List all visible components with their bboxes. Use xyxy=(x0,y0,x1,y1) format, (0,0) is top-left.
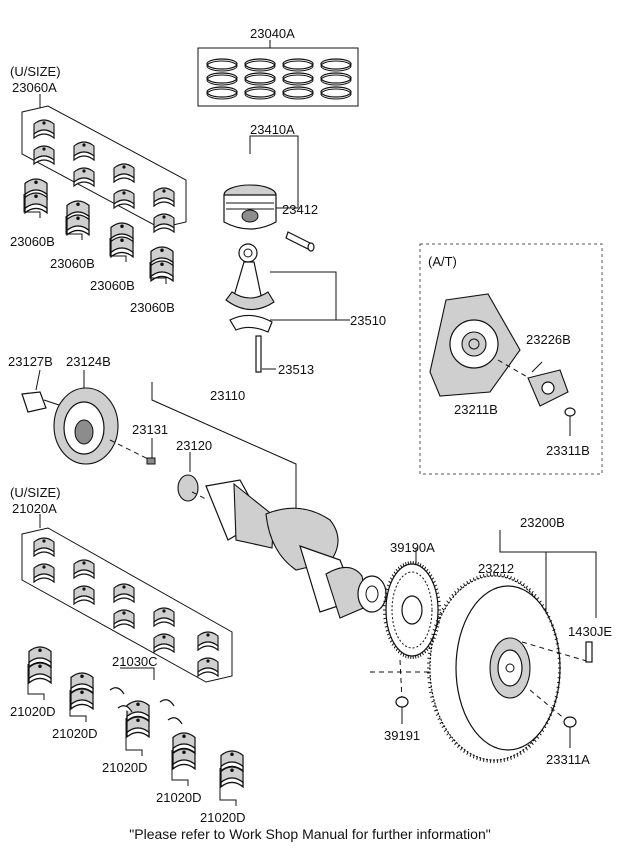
bearing-shell xyxy=(113,583,135,604)
label-usize-lower: (U/SIZE) xyxy=(10,485,61,500)
label-23060B-3: 23060B xyxy=(90,278,135,293)
bearing-shell xyxy=(153,633,175,654)
connecting-rod xyxy=(225,243,350,373)
bearing-shell xyxy=(197,657,219,678)
bearing-shell xyxy=(73,141,95,162)
bearing-shell xyxy=(28,662,52,685)
label-39190A: 39190A xyxy=(390,540,435,555)
bearing-shell xyxy=(153,607,175,628)
bearing-shell xyxy=(33,537,55,558)
flywheel-ring-gear-teeth xyxy=(427,573,561,763)
bearing-shell xyxy=(153,213,175,234)
drive-plate-teeth xyxy=(383,561,441,659)
bearing-shell xyxy=(113,189,135,210)
label-23060B-2: 23060B xyxy=(50,256,95,271)
bearing-shell xyxy=(220,766,244,789)
at-option-box xyxy=(419,243,603,475)
label-21020D-2: 21020D xyxy=(52,726,98,741)
label-23412: 23412 xyxy=(282,202,318,217)
bearing-shell xyxy=(24,192,48,215)
label-23110: 23110 xyxy=(210,388,245,403)
label-23131: 23131 xyxy=(132,422,168,437)
label-23060B-4: 23060B xyxy=(130,300,175,315)
footer-note: "Please refer to Work Shop Manual for fu… xyxy=(129,826,491,842)
label-1430JE: 1430JE xyxy=(568,624,612,639)
label-23200B: 23200B xyxy=(520,515,565,530)
crankshaft xyxy=(146,382,387,619)
piston-ring-set xyxy=(197,40,359,107)
label-23410A: 23410A xyxy=(250,122,295,137)
upper-bearing-strip xyxy=(21,94,187,234)
bearing-shell xyxy=(73,167,95,188)
label-23127B: 23127B xyxy=(8,354,53,369)
label-23040A: 23040A xyxy=(250,26,295,41)
bearing-shell xyxy=(33,563,55,584)
label-23120: 23120 xyxy=(176,438,212,453)
bearing-shell xyxy=(33,145,55,166)
label-23212: 23212 xyxy=(478,561,514,576)
bearing-shell xyxy=(66,214,90,237)
label-23311A: 23311A xyxy=(546,752,590,767)
bearing-shell xyxy=(113,163,135,184)
bearing-shell xyxy=(33,119,55,140)
label-21030C: 21030C xyxy=(112,654,158,669)
lower-bearing-strip xyxy=(21,514,233,683)
label-23510: 23510 xyxy=(350,313,386,328)
label-21020D-3: 21020D xyxy=(102,760,148,775)
label-23060B-1: 23060B xyxy=(10,234,55,249)
bearing-shell xyxy=(113,609,135,630)
bearing-shell xyxy=(73,585,95,606)
bearing-shell xyxy=(197,631,219,652)
label-23060A: 23060A xyxy=(12,80,57,95)
label-23124B: 23124B xyxy=(66,354,111,369)
bearing-shell xyxy=(150,260,174,283)
bearing-shell xyxy=(110,236,134,259)
thrust-washers xyxy=(109,667,183,725)
flywheel xyxy=(429,530,597,761)
label-21020D-5: 21020D xyxy=(200,810,246,825)
label-at: (A/T) xyxy=(428,254,457,269)
label-21020D-1: 21020D xyxy=(10,704,56,719)
label-23226B: 23226B xyxy=(526,332,571,347)
bearing-shell xyxy=(24,178,48,201)
label-21020D-4: 21020D xyxy=(156,790,202,805)
crank-pulley xyxy=(21,369,151,465)
label-usize-upper: (U/SIZE) xyxy=(10,64,61,79)
piston-assembly xyxy=(223,135,315,252)
bearing-shell xyxy=(153,187,175,208)
bearing-shell xyxy=(70,688,94,711)
label-23311B: 23311B xyxy=(546,443,590,458)
label-39191: 39191 xyxy=(384,728,420,743)
bearing-shell xyxy=(126,716,150,739)
label-21020A: 21020A xyxy=(12,501,57,516)
upper-bearing-singles xyxy=(23,178,174,284)
label-23211B: 23211B xyxy=(454,402,498,417)
lower-bearing-singles xyxy=(27,646,244,806)
bearing-shell xyxy=(73,559,95,580)
label-23513: 23513 xyxy=(278,362,314,377)
drive-plate xyxy=(370,548,450,724)
bearing-shell xyxy=(172,748,196,771)
